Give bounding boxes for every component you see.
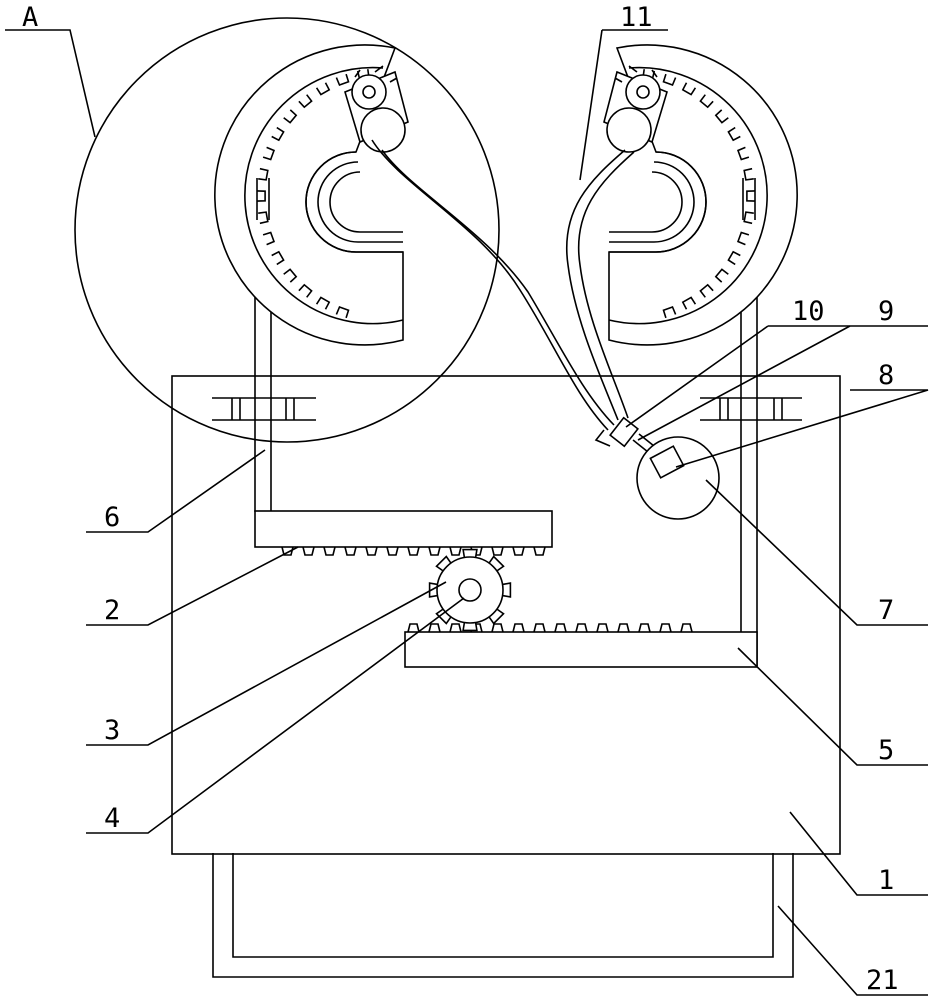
label-5: 5 — [878, 735, 894, 766]
label-10: 10 — [792, 296, 825, 327]
label-21: 21 — [866, 965, 899, 996]
right-clamp-head — [603, 65, 668, 153]
label-3: 3 — [104, 715, 120, 746]
lower-rack-bar — [404, 623, 758, 668]
right-bearing — [700, 397, 802, 421]
sensor-wheel — [636, 436, 720, 520]
label-a: A — [22, 2, 38, 33]
label-11: 11 — [620, 2, 653, 33]
label-9: 9 — [878, 296, 894, 327]
label-1: 1 — [878, 865, 894, 896]
connector-plug — [594, 416, 655, 453]
label-7: 7 — [878, 595, 894, 626]
housing-box — [171, 375, 841, 855]
leader-lines — [5, 29, 929, 996]
base-tray — [212, 853, 794, 978]
part-labels: A 11 10 9 8 6 2 7 3 5 4 1 21 — [22, 2, 899, 996]
cable-bundle — [371, 139, 635, 431]
detail-circle-a — [74, 17, 500, 443]
label-6: 6 — [104, 502, 120, 533]
drive-gear — [428, 548, 512, 632]
label-8: 8 — [878, 360, 894, 391]
label-2: 2 — [104, 595, 120, 626]
left-bearing — [212, 397, 316, 421]
upper-rack-bar — [254, 510, 553, 556]
label-4: 4 — [104, 803, 120, 834]
